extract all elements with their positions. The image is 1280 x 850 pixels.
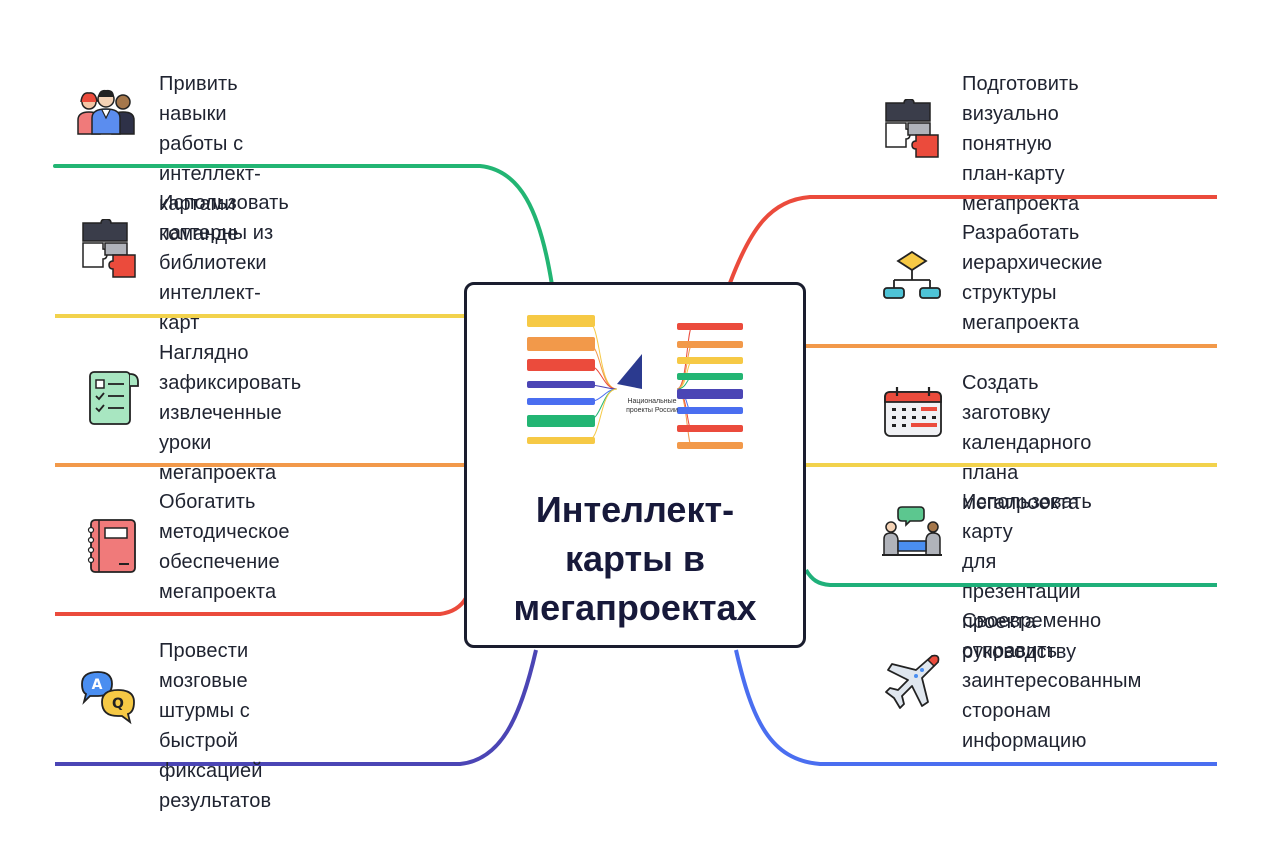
central-topic-card: Национальные проекты России Интеллект- к… (464, 282, 806, 648)
right-item-4-text: Использовать карту для презентации проек… (962, 491, 1092, 663)
thumbnail-center-label: Национальные проекты России (626, 398, 678, 414)
meeting-icon (882, 506, 942, 556)
checklist-icon (89, 371, 139, 425)
branch-right-5 (734, 649, 1217, 766)
branch-left-1 (53, 164, 554, 287)
branch-right-4 (804, 568, 1217, 587)
svg-text:A: A (92, 677, 103, 693)
right-item-1-text: Подготовить визуально понятную план-карт… (962, 73, 1080, 215)
right-item-5-text: Своевременно отправить заинтересованным … (962, 610, 1142, 752)
branch-left-5 (55, 649, 538, 766)
mind-map-thumbnail (527, 315, 743, 449)
left-item-4-text: Обогатить методическое обеспечение мегап… (159, 491, 290, 603)
left-item-1-text: Привить навыки работы с интеллект- карта… (159, 73, 261, 245)
central-topic-title: Интеллект- карты в мегапроектах (513, 489, 757, 628)
team-icon (77, 89, 135, 135)
notebook-icon (87, 519, 136, 573)
branch-right-1 (728, 195, 1217, 284)
qa-bubbles-icon: A Q (81, 671, 135, 725)
puzzle-icon (885, 99, 939, 158)
puzzle-icon (82, 219, 136, 278)
right-item-3-text: Создать заготовку календарного плана мег… (962, 372, 1092, 514)
left-item-2-text: Использовать паттерны из библиотеки инте… (159, 192, 289, 334)
svg-text:Q: Q (112, 696, 124, 712)
calendar-icon (884, 387, 942, 437)
right-item-2-text: Разработать иерархические структуры мега… (962, 222, 1103, 334)
left-item-3-text: Наглядно зафиксировать извлеченные уроки… (159, 342, 302, 484)
left-item-5-text: Провести мозговые штурмы с быстрой фикса… (159, 640, 272, 812)
airplane-icon (885, 654, 940, 709)
hierarchy-icon (883, 250, 941, 299)
